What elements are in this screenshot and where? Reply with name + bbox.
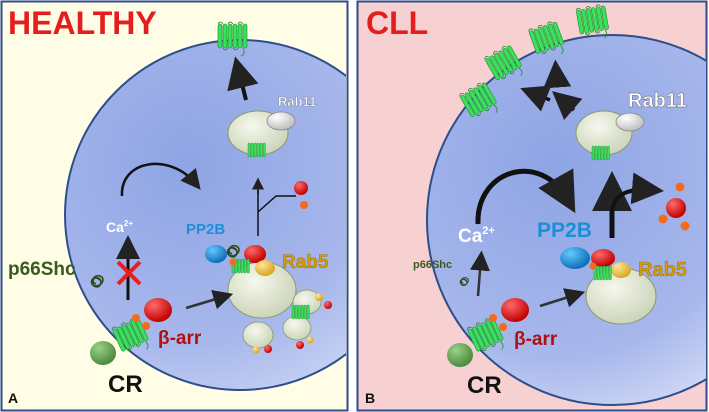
barr-label: β-arr (158, 328, 202, 349)
phosphate-icon (132, 314, 140, 322)
dephosphorylation-arrow (257, 190, 296, 236)
phosphate-icon (300, 201, 308, 209)
rab5-label: Rab5 (282, 252, 329, 273)
cr-label: CR (467, 372, 502, 399)
ca-label: Ca2+ (106, 219, 133, 235)
phosphate-icon (675, 182, 685, 192)
p66shc-label: p66Shc (8, 259, 76, 280)
rab11-icon (266, 111, 296, 131)
barr-icon (591, 249, 615, 267)
panel-b-letter: B (365, 390, 375, 406)
calcium-arrow (120, 162, 201, 197)
pp2b-icon (560, 247, 590, 269)
recycling-arrow (520, 85, 552, 112)
phosphate-icon (142, 322, 150, 330)
rab11-label: Rab11 (278, 94, 316, 109)
panel-b: CLL Rab11 Ca2+ p66Shc PP2B (356, 0, 708, 412)
internalization-arrow (539, 288, 586, 308)
panel-a-title: HEALTHY (8, 5, 157, 41)
barr-icon (501, 298, 529, 322)
block-x-icon (116, 260, 142, 286)
recycling-arrow (543, 59, 572, 89)
barr-label: β-arr (514, 329, 558, 350)
rab5-icon (255, 260, 275, 276)
recycling-arrow (227, 56, 259, 101)
phosphate-icon (499, 323, 507, 331)
rab11-icon (615, 112, 645, 132)
panel-a-letter: A (8, 390, 18, 406)
ligand-icon (447, 343, 473, 367)
pp2b-label: PP2B (537, 219, 592, 242)
panel-b-title: CLL (366, 5, 428, 41)
rab5-icon (611, 262, 631, 278)
recycling-arrow (552, 91, 583, 121)
ca-label: Ca2+ (458, 225, 495, 247)
barr-icon (244, 245, 266, 263)
pp2b-icon (205, 245, 227, 263)
phosphate-icon (680, 221, 690, 231)
panel-a: HEALTHY Rab11 Ca2+ p66Shc PP2B (0, 0, 349, 412)
calcium-arrow (475, 168, 576, 225)
phosphate-icon (489, 314, 497, 322)
barr-free-icon (294, 181, 308, 195)
signal-arrow (470, 250, 490, 297)
rab11-label: Rab11 (628, 90, 687, 112)
barr-icon (144, 298, 172, 322)
small-endosome (242, 321, 274, 349)
phosphate-icon (658, 214, 668, 224)
internalization-arrow (185, 290, 234, 310)
pp2b-label: PP2B (186, 221, 225, 238)
ligand-icon (90, 341, 116, 365)
barr-free-icon (666, 198, 686, 218)
cr-receptor-complex (90, 298, 172, 365)
cr-receptor-complex (447, 298, 529, 367)
p66shc-label: p66Shc (413, 259, 452, 271)
rab5-label: Rab5 (638, 259, 687, 281)
cr-label: CR (108, 371, 143, 398)
small-endosome (282, 315, 312, 341)
